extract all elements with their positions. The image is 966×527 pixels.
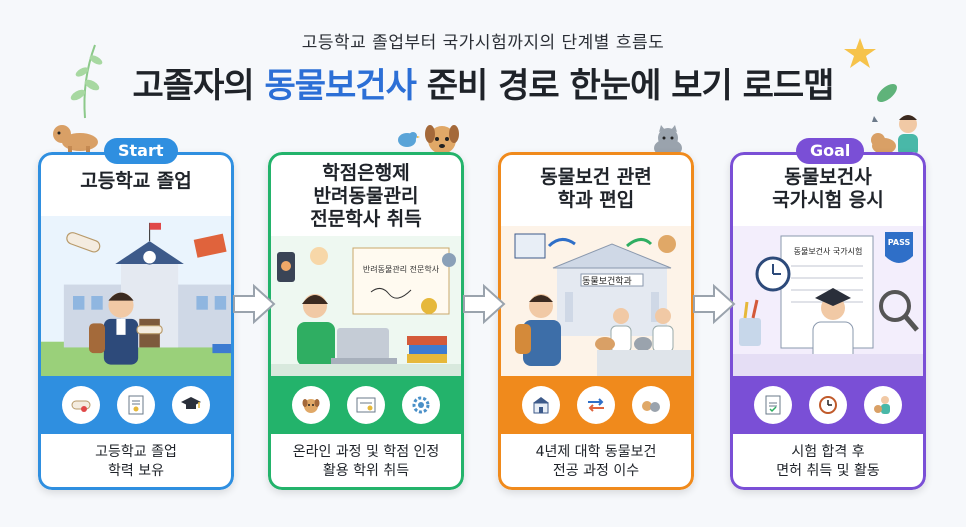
exam-paper-label: 동물보건사 국가시험 [793,247,863,256]
icon-band [498,376,694,434]
step-title-line: 국가시험 응시 [772,189,884,211]
step-description: 고등학교 졸업 학력 보유 [38,434,234,490]
flow-arrow-2 [463,283,506,325]
dog-decoration-left [53,125,98,154]
title-suffix: 준비 경로 한눈에 보기 로드맵 [415,66,835,106]
scene-university-transfer [501,226,691,376]
leaf-decoration-left [70,44,103,119]
leaf-decoration-right [877,84,897,102]
gear-icon [401,386,440,424]
step-card-transfer: 동물보건 관련 학과 편입 동물보건학과 4년제 대학 동물보건 전공 과정 이… [498,152,694,490]
flow-arrow-3 [693,283,736,325]
dog-icon [292,386,331,424]
scene-exam-pass [733,226,923,376]
certificate-icon [116,386,155,424]
step-card-credit-bank: 학점은행제 반려동물관리 전문학사 취득 반려동물관리 전문학사 온라인 과정 … [268,152,464,490]
scene-school-graduate [41,216,234,376]
step-title-line: 동물보건사 [784,166,872,188]
title-prefix: 고졸자의 [132,66,265,106]
desc-line: 고등학교 졸업 [95,444,177,460]
icon-band [268,376,464,434]
step-card-national-exam: 동물보건사 국가시험 응시 동물보건사 국가시험 PASS 시험 합격 후 면허… [730,152,926,490]
certificate-label: 반려동물관리 전문학사 [362,265,440,274]
desc-line: 학력 보유 [108,463,164,479]
certificate-icon [346,386,385,424]
vet-decoration [871,115,918,156]
step-description: 시험 합격 후 면허 취득 및 활동 [730,434,926,490]
bird-decoration [398,132,420,147]
step-title-line: 고등학교 졸업 [80,170,192,192]
step-title-line: 반려동물관리 [313,185,419,207]
flow-arrow-1 [233,283,276,325]
desc-line: 시험 합격 후 [791,444,865,460]
desc-line: 활용 학위 취득 [322,463,410,479]
scene-online-study [271,236,461,376]
page-title: 고졸자의 동물보건사 준비 경로 한눈에 보기 로드맵 [0,58,966,107]
step-title: 동물보건사 국가시험 응시 [730,166,926,212]
step-description: 온라인 과정 및 학점 인정 활용 학위 취득 [268,434,464,490]
desc-line: 온라인 과정 및 학점 인정 [292,444,440,460]
step-card-high-school: 고등학교 졸업 고등학교 졸업 학력 보유 [38,152,234,490]
step-title: 동물보건 관련 학과 편입 [498,166,694,212]
diploma-icon [62,386,101,424]
title-highlight: 동물보건사 [264,66,417,106]
step-title-line: 학점은행제 [322,162,410,184]
vet-with-dog-icon [863,386,902,424]
dog-decoration-mid [425,125,459,154]
star-decoration-right [844,38,876,68]
transfer-arrows-icon [576,386,615,424]
icon-band [730,376,926,434]
desc-line: 전공 과정 이수 [552,463,640,479]
page-subtitle: 고등학교 졸업부터 국가시험까지의 단계별 흐름도 [301,33,665,53]
graduation-cap-icon [171,386,210,424]
pass-shield-label: PASS [887,238,911,247]
step-title-line: 전문학사 취득 [310,208,422,230]
step-title-line: 학과 편입 [557,189,635,211]
clock-icon [808,386,847,424]
desc-line: 4년제 대학 동물보건 [535,444,657,460]
desc-line: 면허 취득 및 활동 [776,463,880,479]
step-title: 고등학교 졸업 [38,170,234,193]
step-description: 4년제 대학 동물보건 전공 과정 이수 [498,434,694,490]
step-title-line: 동물보건 관련 [540,166,652,188]
school-icon [522,386,561,424]
icon-band [38,376,234,434]
step-title: 학점은행제 반려동물관리 전문학사 취득 [268,162,464,231]
pass-document-icon [754,386,793,424]
dog-cat-icon [631,386,670,424]
department-sign-label: 동물보건학과 [582,277,632,287]
goal-badge: Goal [796,138,865,164]
start-badge: Start [104,138,178,164]
